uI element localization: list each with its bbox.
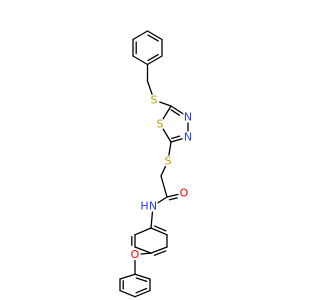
atom-label-background xyxy=(178,187,190,199)
bond-c5-sring xyxy=(162,105,172,120)
atom-label-background xyxy=(147,200,159,212)
bond-mid-ring-3 xyxy=(150,246,168,254)
atom-label-background xyxy=(162,155,174,167)
atom-symbol-n: N xyxy=(184,111,192,124)
bond-ch2-carbonyl xyxy=(160,175,168,198)
atom-label-background xyxy=(148,94,160,106)
bond-s2-ch2 xyxy=(160,165,167,177)
bond-mid-ring-6 xyxy=(134,227,152,236)
bond-ring-oether xyxy=(140,252,152,255)
bond-ch2-s1 xyxy=(146,80,153,95)
atom-o-carbonyl: O xyxy=(178,187,190,200)
bond-mid-ring-1-double xyxy=(154,225,167,232)
atom-hydrogen-label: H xyxy=(140,200,148,213)
bond-top-ring-1 xyxy=(146,30,163,41)
bond-mid-ring-3-double xyxy=(153,250,167,256)
bond-bottom-ring-3 xyxy=(134,289,151,298)
bond-sring-c2 xyxy=(162,128,172,143)
atom-label-background xyxy=(182,131,194,143)
bond-na-c5 xyxy=(170,105,184,115)
atom-symbol-o: O xyxy=(180,187,189,200)
bond-top-ring-4 xyxy=(132,55,149,66)
atom-label-background xyxy=(129,249,141,261)
atom-s-ring: S xyxy=(154,118,166,131)
atom-o-ether: O xyxy=(129,248,141,261)
bond-c2-nb-double xyxy=(171,135,181,140)
bond-na-c5-double xyxy=(170,109,181,116)
bond-bottom-ring-1-double xyxy=(135,277,148,282)
atom-s1: S xyxy=(148,94,160,107)
atom-label-background xyxy=(154,118,166,130)
bond-s1-c5 xyxy=(159,101,172,107)
bond-nh-ring xyxy=(150,211,154,229)
bond-carbonyl-nh xyxy=(157,196,168,204)
bond-c2-s2 xyxy=(168,141,172,156)
bond-bottom-ring-6 xyxy=(119,273,136,280)
atom-nh: NH xyxy=(140,200,159,213)
atom-n-a: N xyxy=(182,111,194,124)
bond-top-ring-3 xyxy=(146,55,163,66)
bond-top-ring-1-double xyxy=(147,34,159,42)
atom-symbol-s: S xyxy=(165,155,172,168)
bond-top-ring-3-double xyxy=(147,53,159,62)
bond-carbonyl-o-double xyxy=(168,197,178,201)
atom-symbol-n: N xyxy=(149,200,157,213)
atom-symbol-s: S xyxy=(151,94,158,107)
bonds-layer xyxy=(119,30,189,298)
atom-s2: S xyxy=(162,155,174,168)
bond-c2-nb xyxy=(170,138,183,143)
atom-symbol-s: S xyxy=(157,118,164,131)
bond-mid-ring-4 xyxy=(134,246,152,254)
atom-n-b: N xyxy=(182,131,194,144)
bond-carbonyl-o xyxy=(166,193,179,198)
bond-bottom-ring-4 xyxy=(119,289,136,298)
bond-mid-ring-1 xyxy=(150,227,168,236)
bond-top-ring-6 xyxy=(132,30,149,41)
atom-label-background xyxy=(182,111,194,123)
atom-symbol-o: O xyxy=(131,248,140,261)
atom-symbol-n: N xyxy=(184,131,192,144)
bond-bottom-ring-3-double xyxy=(135,287,148,294)
bond-bottom-ring-1 xyxy=(134,273,151,280)
